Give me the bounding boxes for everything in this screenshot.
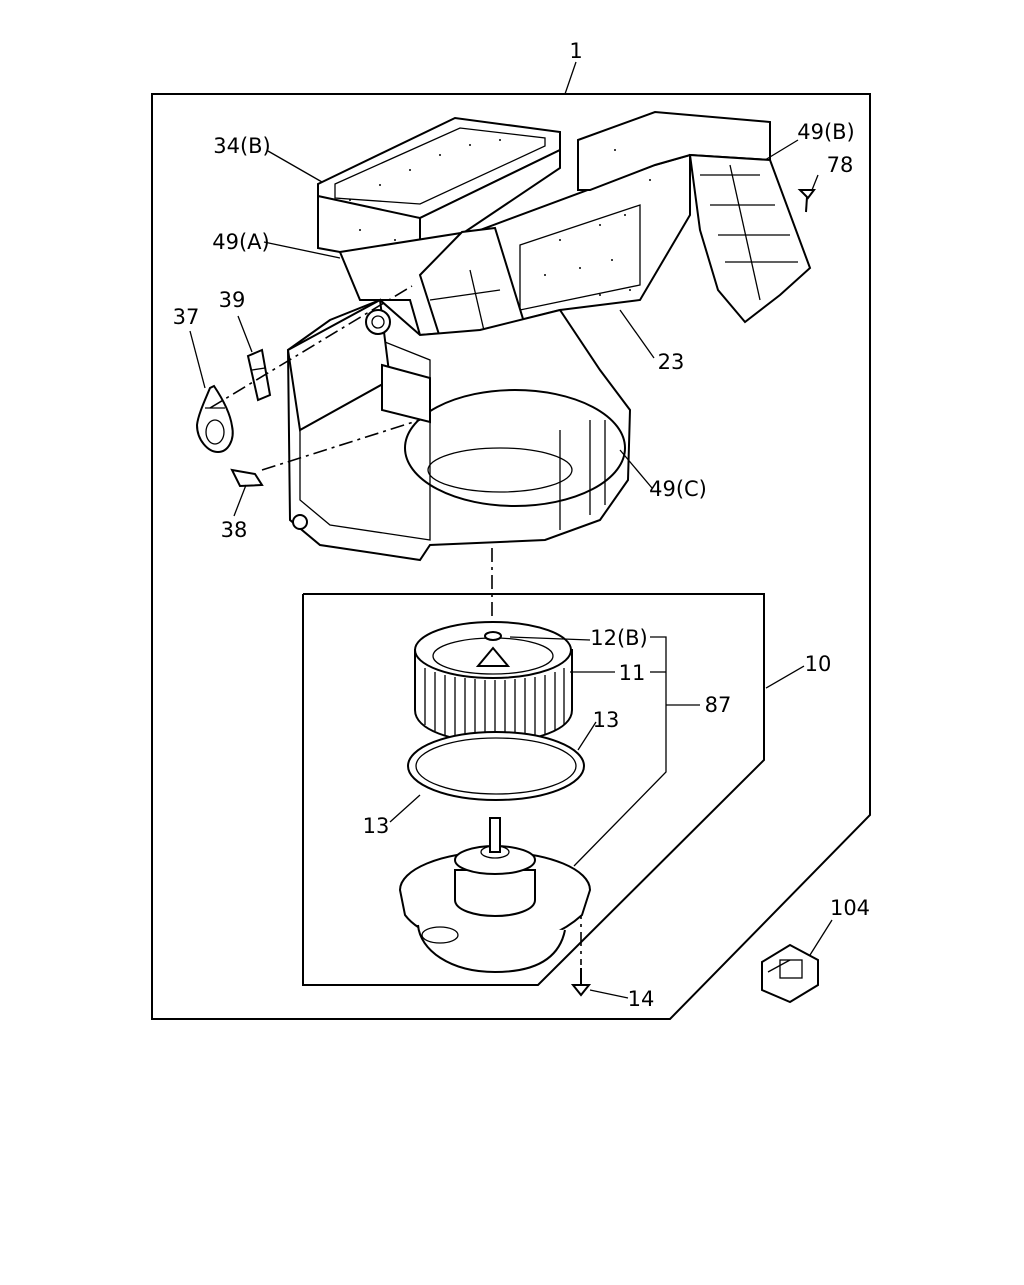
callout-13-lower: 13 xyxy=(363,814,390,838)
callout-34b: 34(B) xyxy=(213,134,271,158)
assembly-frame-outer xyxy=(151,93,871,1020)
gasket-13 xyxy=(407,731,585,801)
callout-23: 23 xyxy=(658,350,685,374)
callout-10: 10 xyxy=(805,652,832,676)
blower-motor xyxy=(398,817,592,974)
alignment-line-1 xyxy=(209,285,413,409)
part-39 xyxy=(246,348,272,402)
assembly-frame-inner xyxy=(302,593,765,986)
screw-78 xyxy=(797,189,816,213)
callout-12b: 12(B) xyxy=(590,626,648,650)
callout-78: 78 xyxy=(827,153,854,177)
part-38 xyxy=(230,468,264,488)
part-37 xyxy=(195,384,234,454)
leader-lines xyxy=(189,61,833,999)
callout-87: 87 xyxy=(705,693,732,717)
screw-14 xyxy=(570,968,592,997)
alignment-line-2 xyxy=(261,419,421,471)
callout-11: 11 xyxy=(619,661,646,685)
callout-14: 14 xyxy=(628,987,655,1011)
resistor-104 xyxy=(761,943,819,1004)
callout-39: 39 xyxy=(219,288,246,312)
callout-49c: 49(C) xyxy=(649,477,707,501)
callout-13-upper: 13 xyxy=(593,708,620,732)
callout-104: 104 xyxy=(830,896,870,920)
callout-49a: 49(A) xyxy=(212,230,269,254)
blower-fan xyxy=(414,621,573,744)
callout-37: 37 xyxy=(173,305,200,329)
heater-case xyxy=(286,110,812,562)
callout-1: 1 xyxy=(569,39,582,63)
callout-49b: 49(B) xyxy=(797,120,855,144)
callout-38: 38 xyxy=(221,518,248,542)
